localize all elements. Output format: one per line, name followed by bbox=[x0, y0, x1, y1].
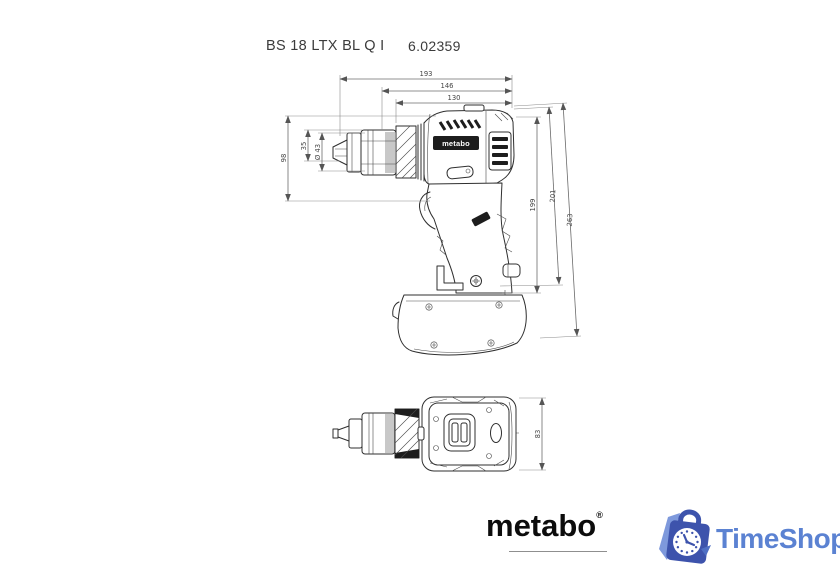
front-chuck-tip bbox=[337, 425, 350, 442]
handle-label bbox=[471, 211, 491, 227]
dim-label-98: 98 bbox=[280, 154, 288, 163]
dim-label-201: 201 bbox=[549, 189, 558, 202]
timeshop-vendor-wordmark: TimeShop bbox=[716, 523, 840, 554]
registered-trademark-symbol: ® bbox=[596, 510, 603, 520]
chuck-body bbox=[360, 129, 397, 176]
battery-screws bbox=[425, 301, 503, 349]
dim-label-130: 130 bbox=[448, 94, 461, 102]
dimension-lines: 193 146 130 35 Ø 43 98 201 199 263 83 bbox=[280, 70, 582, 471]
front-oval-detail bbox=[490, 423, 502, 443]
battery-release bbox=[392, 301, 400, 320]
belt-hook bbox=[436, 265, 464, 291]
housing-badge-label: metabo bbox=[442, 139, 470, 148]
metabo-logo-underline bbox=[509, 551, 607, 552]
chuck-front-sleeve bbox=[346, 132, 362, 173]
side-view-drawing: metabo bbox=[332, 104, 527, 356]
chuck-knurling bbox=[385, 132, 395, 173]
dim-line-263 bbox=[560, 102, 580, 337]
dim-label-83: 83 bbox=[534, 430, 542, 439]
bit-holder-stub bbox=[502, 263, 521, 278]
bag-handle bbox=[677, 509, 702, 525]
dim-label-199: 199 bbox=[529, 199, 537, 212]
rear-cap bbox=[488, 131, 512, 171]
dim-label-35: 35 bbox=[300, 142, 308, 151]
speed-selector bbox=[463, 104, 485, 112]
handle bbox=[426, 182, 513, 294]
front-view-drawing bbox=[332, 396, 519, 472]
timeshop-bag-clock-icon bbox=[659, 509, 711, 564]
logo-arrow bbox=[701, 545, 711, 556]
grip-texture bbox=[496, 213, 513, 253]
dim-line-201 bbox=[546, 106, 562, 285]
dim-label-193: 193 bbox=[420, 70, 433, 78]
metabo-wordmark-text: metabo bbox=[486, 508, 597, 543]
product-model-title: BS 18 LTX BL Q I bbox=[266, 38, 385, 54]
dim-label-263: 263 bbox=[566, 213, 575, 226]
top-vent-slats bbox=[438, 119, 482, 131]
clock-hour-dots bbox=[675, 530, 699, 554]
torque-collar bbox=[395, 125, 417, 179]
housing-badge bbox=[433, 136, 479, 150]
dim-label-146: 146 bbox=[441, 82, 454, 90]
dim-label-43: Ø 43 bbox=[314, 144, 322, 160]
article-number: 6.02359 bbox=[408, 38, 461, 54]
battery-pack bbox=[397, 294, 527, 356]
metabo-brand-wordmark: metabo® bbox=[486, 508, 603, 544]
trigger bbox=[419, 191, 436, 230]
